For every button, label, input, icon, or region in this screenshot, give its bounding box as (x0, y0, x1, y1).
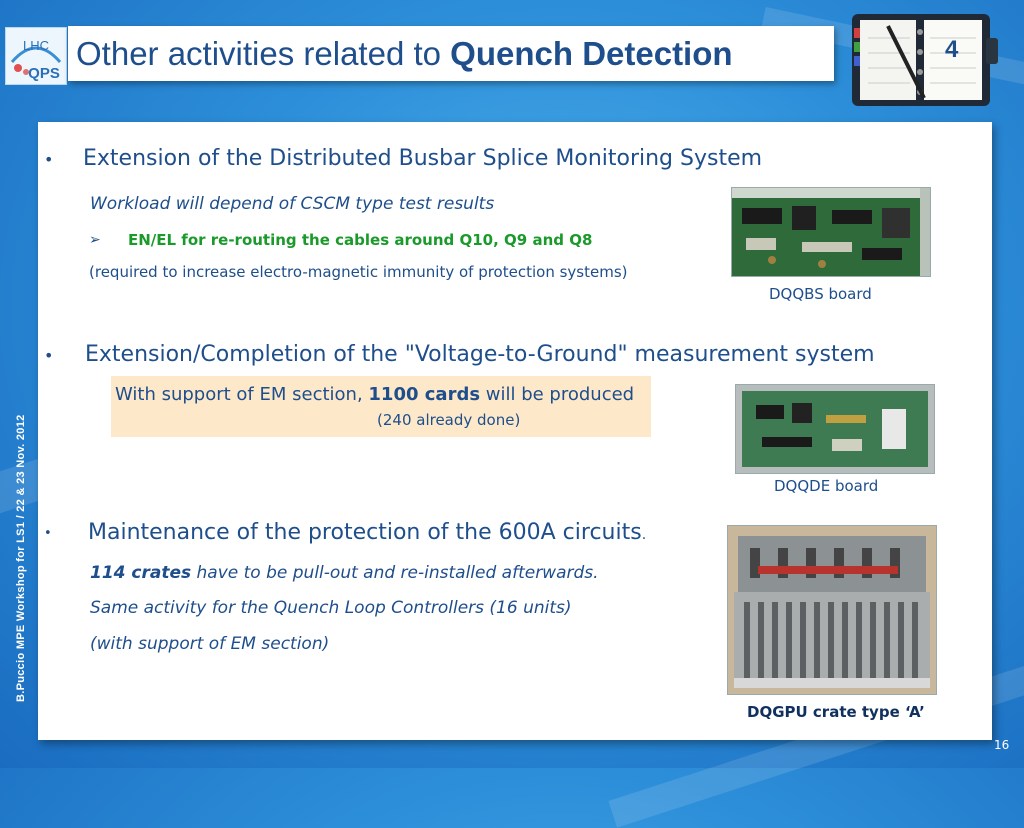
section3-heading-end: . (641, 527, 647, 543)
section2-heading: Extension/Completion of the "Voltage-to-… (85, 342, 875, 367)
section2-support-text: With support of EM section, 1100 cards w… (115, 384, 634, 405)
logo-text-qps: QPS (28, 65, 60, 82)
section2-already-done: (240 already done) (377, 411, 521, 429)
em-support-highlight-box: With support of EM section, 1100 cards w… (111, 376, 651, 437)
page-badge: 4 (945, 36, 959, 63)
section1-image-caption: DQQBS board (769, 285, 872, 303)
dqgpu-crate-image (727, 525, 937, 695)
side-footer-text: B.Puccio MPE Workshop for LS1 / 22 & 23 … (15, 414, 27, 702)
section3-same-activity: Same activity for the Quench Loop Contro… (90, 598, 572, 618)
page-title: Other activities related to Quench Detec… (76, 35, 733, 73)
title-prefix: Other activities related to (76, 34, 451, 72)
section3-heading-text: Maintenance of the protection of the 600… (88, 520, 642, 545)
section3-image-caption: DQGPU crate type ‘A’ (747, 703, 925, 721)
lhc-qps-logo: LHC QPS (5, 27, 67, 85)
support-suffix: will be produced (480, 384, 635, 405)
bullet: • (44, 150, 54, 169)
title-bar: Other activities related to Quench Detec… (68, 26, 834, 81)
dqqbs-board-image (731, 187, 931, 277)
section3-support: (with support of EM section) (90, 634, 330, 654)
logo-text-lhc: LHC (23, 38, 49, 53)
content-panel: • Extension of the Distributed Busbar Sp… (38, 122, 992, 740)
slide-number: 16 (994, 738, 1010, 752)
crates-rest: have to be pull-out and re-installed aft… (191, 563, 599, 583)
section3-heading: Maintenance of the protection of the 600… (88, 520, 646, 545)
support-bold: 1100 cards (368, 384, 481, 405)
title-bold: Quench Detection (450, 34, 733, 72)
section1-action: EN/EL for re-routing the cables around Q… (128, 231, 593, 249)
crates-bold: 114 crates (90, 563, 192, 583)
arrow-bullet-icon: ➢ (89, 232, 101, 248)
section1-note: (required to increase electro-magnetic i… (89, 263, 628, 281)
section1-heading: Extension of the Distributed Busbar Spli… (83, 146, 763, 171)
section3-crates: 114 crates have to be pull-out and re-in… (90, 563, 599, 583)
section2-image-caption: DQQDE board (774, 477, 879, 495)
bullet: • (44, 526, 52, 541)
support-prefix: With support of EM section, (115, 384, 369, 405)
section1-workload: Workload will depend of CSCM type test r… (90, 194, 495, 214)
planner-icon (852, 14, 998, 106)
bullet: • (44, 346, 54, 365)
dqqde-board-image (735, 384, 935, 474)
